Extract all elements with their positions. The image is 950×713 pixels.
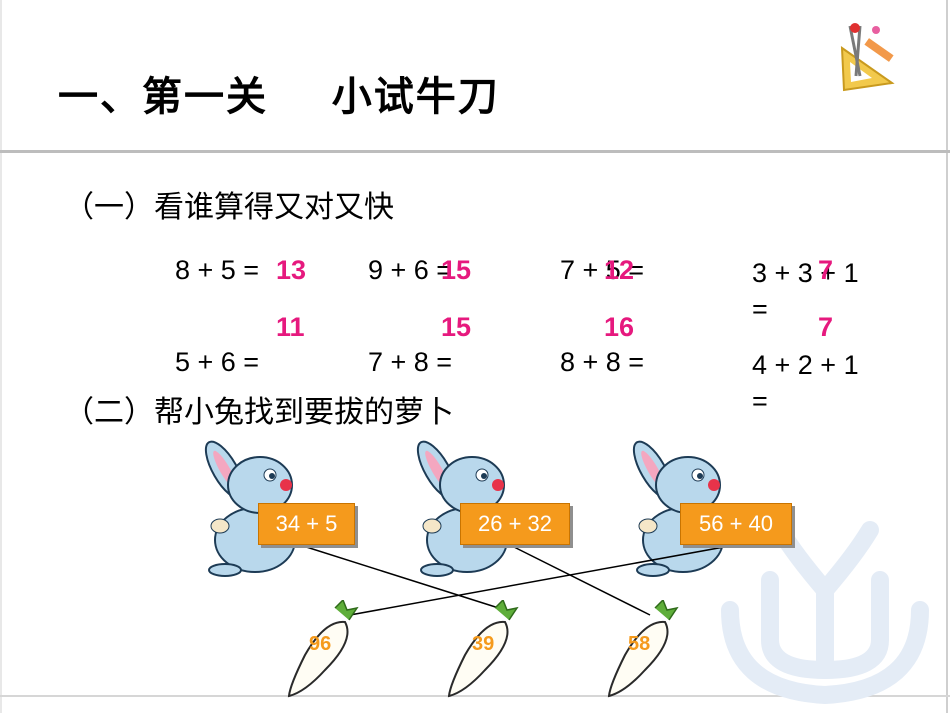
expression-box-1[interactable]: 34 + 5 (258, 503, 355, 545)
expression-box-2[interactable]: 26 + 32 (460, 503, 570, 545)
slide-border-left (0, 0, 2, 713)
math-tools-icon (840, 23, 895, 92)
equation-1: 8 + 5 = (175, 255, 260, 285)
slide-border-right (946, 0, 948, 713)
section-two-heading: （二）帮小兔找到要拔的萝卜 (64, 395, 454, 430)
equation-8: 4 + 2 + 1 = (752, 350, 859, 416)
carrot-3-icon[interactable] (605, 600, 685, 700)
equation-2: 9 + 6 = (368, 255, 453, 285)
equation-4: 3 + 3 + 1 = (752, 258, 859, 324)
answer-3: 12 (604, 255, 635, 285)
answer-7: 16 (604, 312, 635, 342)
answer-5: 11 (276, 312, 305, 342)
carrot-2-icon[interactable] (445, 600, 525, 700)
answer-8: 7 (818, 312, 834, 342)
equation-3: 7 + 5 = (560, 255, 645, 285)
line-rabbit3-carrot96 (349, 544, 736, 616)
carrot-2-number: 39 (472, 633, 495, 655)
page-title: 一、第一关 小试牛刀 (58, 74, 500, 120)
equation-6: 7 + 8 = (368, 347, 453, 377)
rabbit-1-icon (204, 440, 296, 577)
answer-6: 15 (441, 312, 472, 342)
equation-5: 5 + 6 = (175, 347, 260, 377)
carrot-1-icon[interactable] (285, 600, 365, 700)
section-one-heading: （一）看谁算得又对又快 (64, 190, 394, 225)
equation-7: 8 + 8 = (560, 347, 645, 377)
title-divider (0, 150, 950, 153)
answer-1: 13 (276, 255, 307, 285)
slide-border-bottom (0, 695, 950, 697)
answer-2: 15 (441, 255, 472, 285)
expression-box-3[interactable]: 56 + 40 (680, 503, 792, 545)
hands-sprout-logo (721, 521, 929, 705)
carrot-1-number: 96 (309, 633, 332, 655)
line-rabbit2-carrot58 (509, 544, 651, 616)
carrot-3-number: 58 (628, 633, 651, 655)
line-rabbit1-carrot39 (299, 544, 506, 611)
answer-4: 7 (818, 255, 834, 285)
